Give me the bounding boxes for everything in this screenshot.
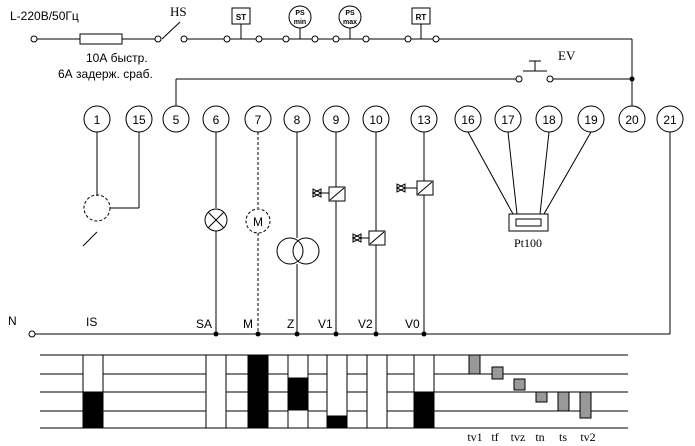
supply-terminal (30, 35, 38, 43)
timing-label-tn: tn (535, 430, 544, 444)
terminal-5 (162, 105, 190, 133)
ev-label: EV (558, 48, 576, 63)
st-label: ST (236, 13, 246, 22)
st-device: ST (223, 7, 263, 43)
is-switch (82, 132, 140, 247)
valve-v1 (311, 132, 346, 334)
svg-text:7: 7 (255, 113, 262, 127)
bus-label-sa: SA (196, 317, 212, 331)
terminal-row: 1 15 5 6 7 8 9 10 13 16 17 18 19 20 21 (83, 105, 684, 133)
svg-text:15: 15 (132, 113, 146, 127)
rt-device: RT (404, 7, 440, 43)
timing-label-tf: tf (491, 430, 498, 444)
pt100-sensor: Pt100 (467, 131, 592, 250)
bus-label-z: Z (287, 317, 294, 331)
svg-text:6: 6 (213, 113, 220, 127)
switch-label: HS (170, 4, 187, 19)
rt-label: RT (416, 13, 427, 22)
valve-v2 (351, 132, 386, 334)
transformer (276, 132, 320, 334)
ps-min-bottom: min (294, 19, 306, 26)
bus-label-v0: V0 (405, 317, 420, 331)
fuse-label-1: 10А быстр. (86, 51, 148, 65)
supply-label: L-220В/50Гц (10, 9, 79, 23)
svg-text:5: 5 (173, 113, 180, 127)
bus-label-v2: V2 (358, 317, 373, 331)
svg-text:8: 8 (294, 113, 301, 127)
svg-text:10: 10 (369, 113, 383, 127)
ps-min-top: PS (295, 10, 305, 17)
valve-v0 (395, 132, 434, 334)
ps-max-top: PS (345, 10, 355, 17)
timing-label-tv1: tv1 (467, 430, 482, 444)
svg-text:20: 20 (625, 113, 639, 127)
bus-label-is: IS (86, 315, 97, 329)
timing-label-ts: ts (559, 430, 567, 444)
svg-text:1: 1 (94, 113, 101, 127)
ev-device: EV (175, 48, 633, 106)
timing-label-tv2: tv2 (580, 430, 595, 444)
timing-label-tvz: tvz (511, 430, 526, 444)
timing-chart: tv1 tf tvz tn ts tv2 (40, 354, 628, 444)
svg-text:16: 16 (461, 113, 475, 127)
neutral-bus: N IS SA M Z V1 V2 V0 (8, 314, 670, 338)
svg-text:19: 19 (584, 113, 598, 127)
main-switch (161, 21, 181, 40)
svg-text:13: 13 (417, 113, 431, 127)
supply-line: L-220В/50Гц HS 10А быстр. 6А задерж. сра… (10, 4, 224, 81)
neutral-label: N (8, 314, 17, 328)
ps-max-bottom: max (343, 19, 357, 26)
svg-text:18: 18 (542, 113, 556, 127)
fuse-label-2: 6А задерж. сраб. (58, 67, 153, 81)
terminal-20 (618, 105, 646, 133)
svg-text:17: 17 (501, 113, 515, 127)
bus-label-v1: V1 (318, 317, 333, 331)
svg-text:9: 9 (333, 113, 340, 127)
bus-label-m: M (243, 317, 253, 331)
fuse (79, 33, 123, 45)
motor: M (245, 132, 271, 334)
lamp (204, 132, 228, 334)
svg-text:21: 21 (663, 113, 677, 127)
ps-max-device: PS max (332, 5, 370, 43)
ps-min-device: PS min (282, 5, 319, 43)
motor-label: M (253, 215, 263, 229)
pt100-label: Pt100 (514, 236, 542, 250)
